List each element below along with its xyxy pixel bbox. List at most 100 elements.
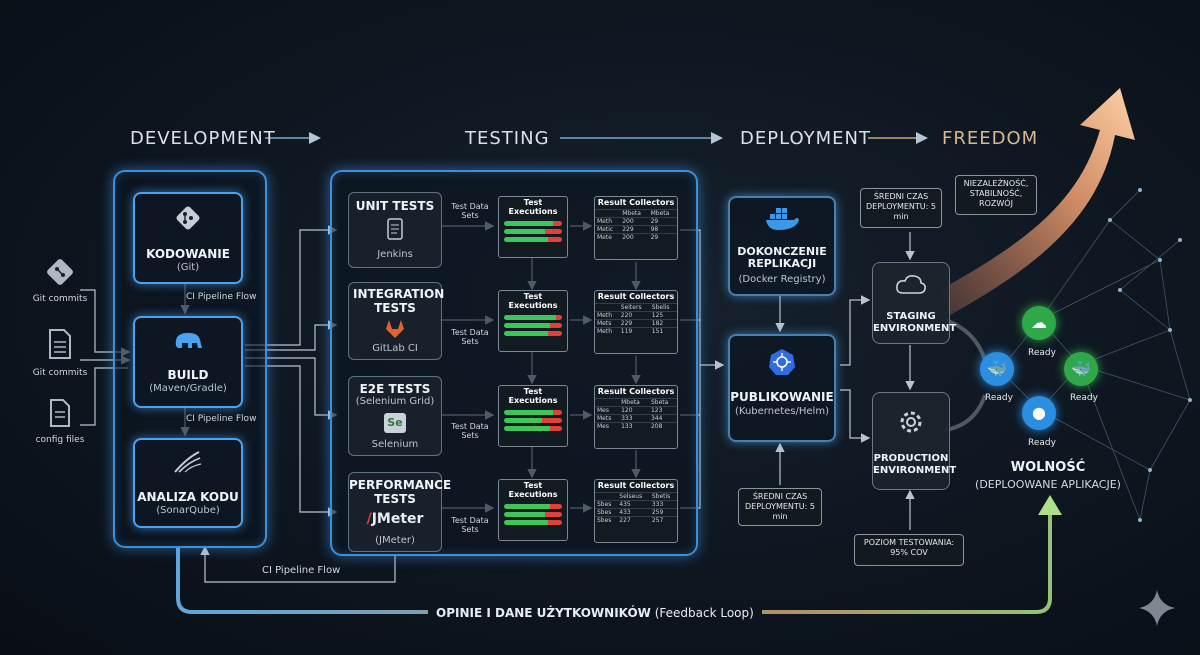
sparkle-icon	[1139, 590, 1175, 626]
gear-icon	[895, 407, 927, 441]
result-col-header	[595, 492, 618, 501]
publish-card[interactable]: PUBLIKOWANIE (Kubernetes/Helm)	[728, 334, 836, 442]
production-title: PRODUCTION ENVIRONMENT	[873, 453, 957, 476]
execution-bar	[504, 504, 562, 509]
result-cell: Mete	[595, 233, 621, 241]
test-executions-panel: Test Executions	[498, 479, 568, 541]
result-cell: 259	[649, 508, 677, 517]
docker-node-icon[interactable]: 🐳	[980, 352, 1014, 386]
result-cell: Mets	[595, 319, 619, 328]
publish-title: PUBLIKOWANIE	[730, 390, 834, 404]
execution-bar	[504, 512, 562, 517]
jmeter-icon: /JMeter	[366, 511, 424, 527]
fail-segment	[556, 315, 562, 320]
suite-tool: Selenium	[371, 439, 419, 450]
execution-bar	[504, 410, 562, 415]
execution-bar	[504, 221, 562, 226]
result-cell: Meth	[595, 311, 619, 320]
coding-card[interactable]: KODOWANIE (Git)	[133, 192, 243, 284]
result-cell: Sbes	[595, 508, 618, 517]
collectors-title: Result Collectors	[597, 481, 675, 490]
publish-sub: (Kubernetes/Helm)	[735, 406, 829, 417]
collectors-title: Result Collectors	[597, 292, 675, 301]
github-node-icon[interactable]: ●	[1022, 396, 1056, 430]
staging-title: STAGING ENVIRONMENT	[873, 311, 957, 334]
e2e-tests-card[interactable]: E2E TESTS (Selenium Grid) Se Selenium	[348, 376, 442, 456]
suite-title: INTEGRATION TESTS	[353, 287, 445, 315]
result-cell: 208	[648, 422, 677, 430]
replication-card[interactable]: DOKONCZENIE REPLIKACJI (Docker Registry)	[728, 196, 836, 296]
feedback-loop-arrowhead	[1038, 495, 1062, 515]
staging-card[interactable]: STAGING ENVIRONMENT	[872, 262, 957, 344]
production-card[interactable]: PRODUCTION ENVIRONMENT	[872, 392, 957, 490]
result-cell: 133	[619, 422, 649, 430]
cloud-node-icon[interactable]: ☁	[1022, 306, 1056, 340]
result-col-header: Selseus	[617, 492, 650, 501]
pass-segment	[504, 323, 551, 328]
result-cell: Meth	[595, 217, 621, 226]
result-col-header: Mbeta	[648, 209, 677, 218]
build-card[interactable]: BUILD (Maven/Gradle)	[133, 316, 243, 408]
result-cell: Meth	[595, 327, 619, 335]
phase-deployment: DEPLOYMENT	[740, 128, 872, 149]
analysis-card[interactable]: ANALIZA KODU (SonarQube)	[133, 438, 243, 528]
unit-tests-card[interactable]: UNIT TESTS Jenkins	[348, 192, 442, 268]
pass-segment	[504, 237, 548, 242]
feedback-loop-label: OPINIE I DANE UŻYTKOWNIKÓW (Feedback Loo…	[428, 606, 762, 620]
result-cell: 29	[648, 233, 677, 241]
result-col-header: Sbeta	[648, 398, 677, 407]
coding-sub: (Git)	[176, 262, 200, 273]
result-cell: 333	[649, 500, 677, 509]
integration-tests-card[interactable]: INTEGRATION TESTS GitLab CI	[348, 282, 445, 360]
result-col-header: Mbeta	[619, 398, 649, 407]
result-cell: 182	[649, 319, 677, 328]
pass-segment	[504, 418, 542, 423]
docker-node-icon[interactable]: 🐳	[1064, 352, 1098, 386]
suite-title: PERFORMANCE TESTS	[349, 478, 452, 506]
execution-bar	[504, 229, 562, 234]
result-cell: 119	[618, 327, 650, 335]
network-nodes	[1108, 188, 1192, 522]
fail-segment	[553, 221, 562, 226]
pass-segment	[504, 410, 554, 415]
result-cell: 229	[618, 319, 650, 328]
ci-flow-label: CI Pipeline Flow	[186, 414, 257, 424]
docker-icon	[762, 206, 802, 236]
test-executions-panel: Test Executions	[498, 196, 568, 258]
test-data-label: Test Data Sets	[451, 328, 489, 346]
fail-segment	[553, 410, 562, 415]
result-cell: 200	[620, 217, 649, 226]
result-cell: 227	[617, 516, 650, 524]
test-data-label: Test Data Sets	[451, 422, 489, 440]
fail-segment	[547, 331, 562, 336]
suite-sub: (Selenium Grid)	[355, 396, 435, 407]
coding-title: KODOWANIE	[146, 247, 230, 261]
growth-arrow	[940, 88, 1135, 315]
git-icon	[173, 204, 203, 236]
result-cell: 229	[620, 225, 649, 234]
execution-bar	[504, 331, 562, 336]
fail-segment	[544, 512, 562, 517]
result-col-header	[595, 303, 619, 312]
result-cell: 333	[619, 414, 649, 423]
test-data-label: Test Data Sets	[451, 516, 489, 534]
pass-segment	[504, 229, 545, 234]
ci-flow-label: CI Pipeline Flow	[186, 292, 257, 302]
replication-sub: (Docker Registry)	[738, 274, 826, 285]
performance-tests-card[interactable]: PERFORMANCE TESTS /JMeter (JMeter)	[348, 472, 452, 552]
suite-tool: GitLab CI	[372, 343, 418, 354]
result-cell: Mes	[595, 422, 620, 430]
fail-segment	[541, 418, 562, 423]
